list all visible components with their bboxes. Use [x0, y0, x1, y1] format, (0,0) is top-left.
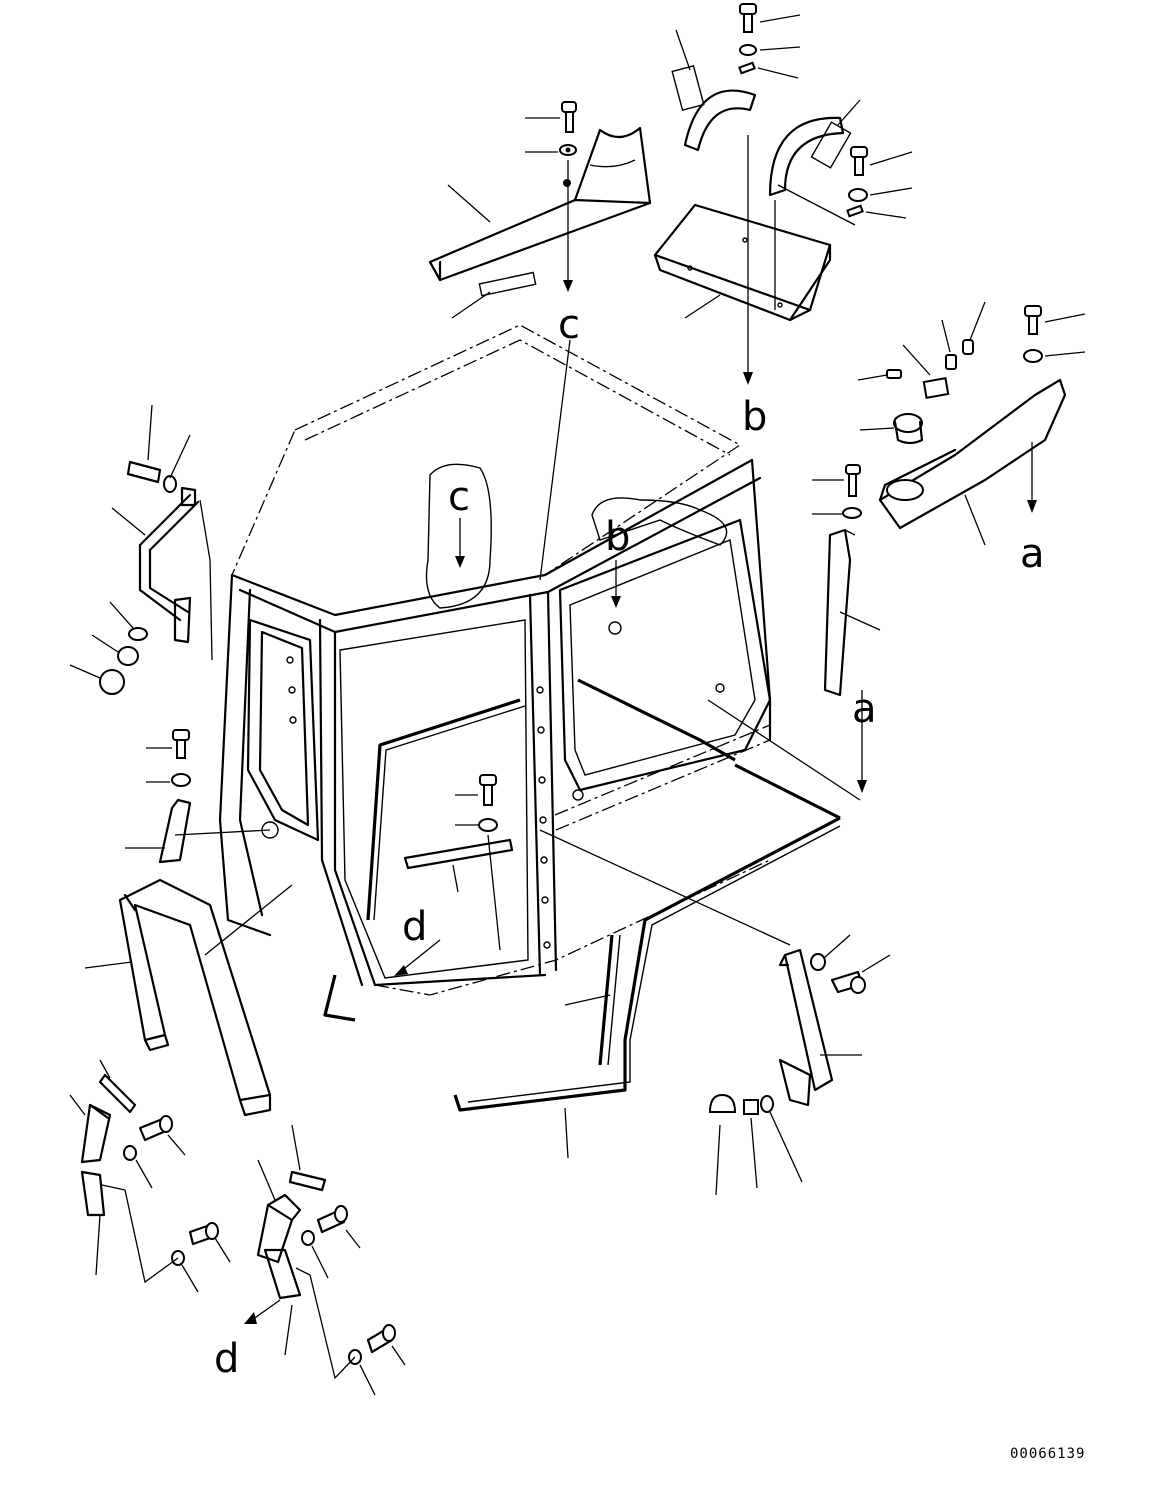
label-b-top: b	[742, 394, 767, 440]
label-a-mid: a	[852, 686, 877, 732]
left-handrail	[69, 404, 200, 695]
seal-strips	[323, 678, 841, 1159]
direction-arrows	[394, 518, 621, 976]
detail-callouts	[425, 463, 728, 609]
roof-cover-right	[653, 203, 832, 322]
roof-cover-left	[428, 126, 652, 297]
label-d-cab: d	[402, 904, 427, 950]
cab-frame	[174, 324, 861, 996]
label-a-right: a	[1020, 531, 1045, 577]
reference-letters: c b c b a a d d	[214, 302, 1045, 1382]
right-handrail	[708, 934, 891, 1196]
label-c-detail: c	[448, 474, 470, 520]
front-guard	[84, 878, 293, 1117]
brackets-top	[671, 64, 856, 385]
left-bolt-plate	[125, 729, 192, 864]
mount-bracket-2	[244, 1124, 406, 1396]
document-number: 00066139	[1010, 1446, 1085, 1462]
center-bolt-plate	[403, 774, 514, 951]
label-b-detail: b	[605, 514, 630, 560]
bolt-group-top-right	[675, 3, 913, 219]
label-d-bottom: d	[214, 1336, 239, 1382]
bolt-group-c	[447, 101, 577, 319]
pillar-holes	[261, 621, 725, 949]
side-duct-a	[823, 377, 1067, 793]
label-c-top: c	[558, 302, 580, 348]
mount-bracket-1	[69, 1059, 231, 1293]
bolt-group-a	[812, 301, 1086, 519]
